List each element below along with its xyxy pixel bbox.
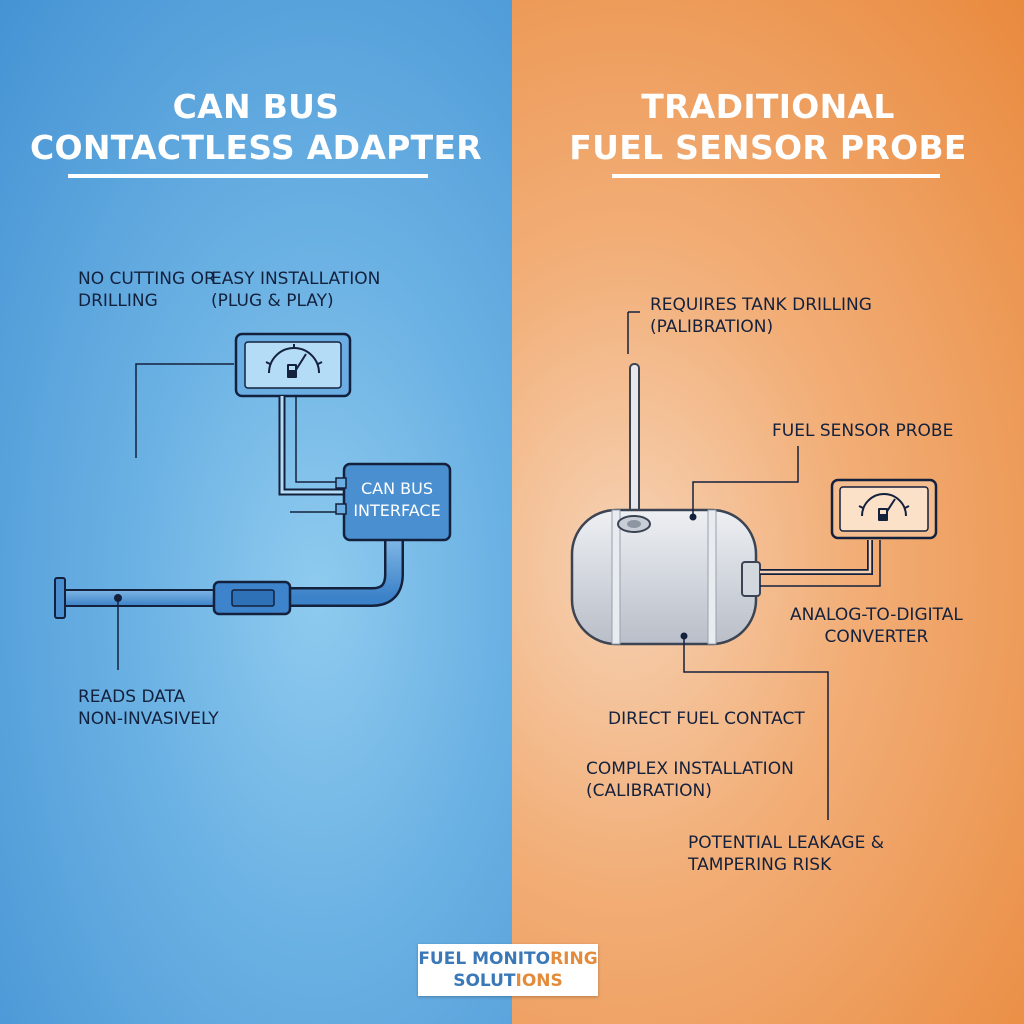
reads-data-label: READS DATA NON-INVASIVELY <box>78 687 219 729</box>
right-panel: TRADITIONAL FUEL SENSOR PROBE <box>512 0 1024 1024</box>
fuel-sensor-probe-label: FUEL SENSOR PROBE <box>772 421 954 441</box>
left-title: CAN BUS CONTACTLESS ADAPTER <box>29 87 483 167</box>
logo-line-2: SOLUTIONS <box>418 970 598 992</box>
fuel-tank <box>570 508 761 646</box>
logo-line-1-blue: FUEL MONITO <box>418 949 551 969</box>
no-cutting-leader <box>135 363 234 458</box>
can-bus-pipe <box>54 577 292 619</box>
left-fuel-gauge-device <box>234 332 352 398</box>
logo-line-2-orange: IONS <box>515 971 563 991</box>
requires-drilling-label: REQUIRES TANK DRILLING (PALIBRATION) <box>650 295 872 337</box>
probe-rod <box>627 311 640 527</box>
fuel-pump-icon <box>287 364 297 378</box>
logo-line-2-blue: SOLUT <box>453 971 516 991</box>
right-fuel-gauge-device <box>830 478 938 540</box>
left-title-underline <box>68 174 428 178</box>
can-bus-interface-label: CAN BUS INTERFACE <box>353 479 441 520</box>
direct-fuel-contact-label: DIRECT FUEL CONTACT <box>608 709 805 729</box>
can-bus-interface-box <box>335 462 452 542</box>
logo-line-1-orange: RING <box>550 949 598 969</box>
complex-installation-label: COMPLEX INSTALLATION (CALIBRATION) <box>586 759 794 801</box>
interface-pipe <box>290 540 404 607</box>
adc-label: ANALOG-TO-DIGITAL CONVERTER <box>790 605 963 647</box>
gauge-to-interface-cable <box>278 396 344 513</box>
no-cutting-label: NO CUTTING OR DRILLING <box>78 269 216 311</box>
fuel-monitoring-logo: FUEL MONITORING SOLUTIONS <box>418 944 598 996</box>
easy-installation-label: EASY INSTALLATION (PLUG & PLAY) <box>211 269 381 311</box>
logo-line-1: FUEL MONITORING <box>418 948 598 970</box>
right-leader-lines <box>683 446 829 820</box>
tank-to-gauge-cable <box>760 540 881 587</box>
leakage-risk-label: POTENTIAL LEAKAGE & TAMPERING RISK <box>688 833 884 875</box>
right-title-underline <box>612 174 940 178</box>
right-title: TRADITIONAL FUEL SENSOR PROBE <box>569 87 967 167</box>
fuel-pump-icon <box>878 508 888 521</box>
